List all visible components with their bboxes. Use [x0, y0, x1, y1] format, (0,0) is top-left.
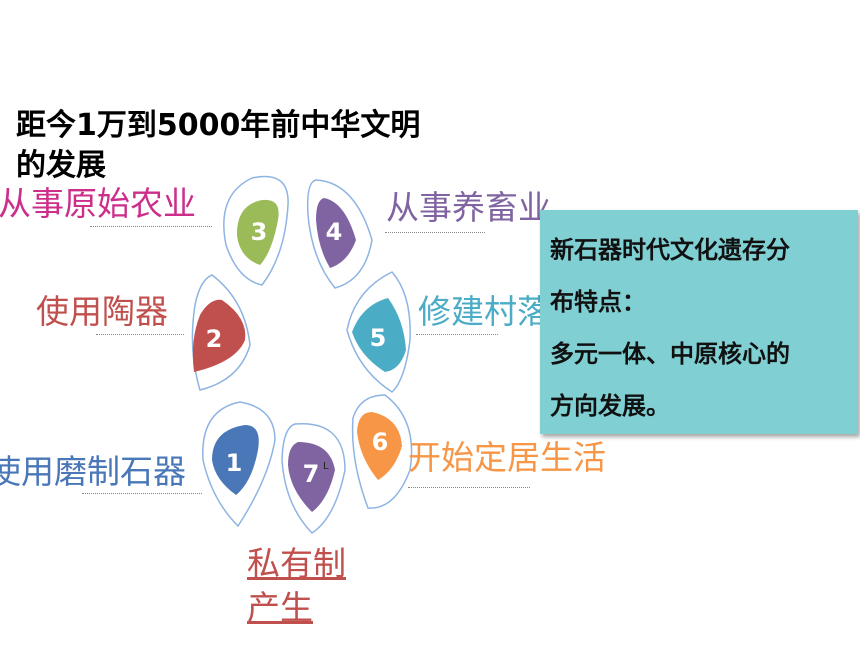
- info-box: 新石器时代文化遗存分 布特点： 多元一体、中原核心的 方向发展。: [540, 210, 858, 434]
- petal-7-mark: L: [323, 461, 329, 472]
- petal-3: 3: [223, 175, 289, 286]
- label-petal-3: 从事原始农业: [0, 184, 196, 223]
- petal-5: 5: [346, 271, 411, 393]
- petal-6-number: 6: [372, 428, 389, 456]
- dotted-leader-5: [416, 334, 498, 335]
- petal-5-number: 5: [370, 324, 387, 352]
- label-petal-1: 使用磨制石器: [0, 452, 186, 491]
- petal-6-shape: [357, 412, 402, 480]
- label-petal-7-line2: 产生: [247, 588, 313, 627]
- petal-7-shape: [288, 442, 335, 512]
- petal-2-number: 2: [206, 325, 223, 353]
- label-petal-6: 开始定居生活: [408, 438, 606, 477]
- dotted-leader-4: [385, 232, 485, 233]
- petal-3-number: 3: [251, 218, 268, 246]
- dotted-leader-1: [82, 493, 202, 494]
- petal-4-number: 4: [326, 218, 343, 246]
- label-petal-7: 私有制 产生: [247, 542, 346, 630]
- petal-5-shape: [352, 298, 406, 372]
- label-petal-7-line1: 私有制: [247, 544, 346, 583]
- petal-2-shape: [192, 299, 246, 372]
- dotted-leader-2: [96, 334, 184, 335]
- label-petal-5: 修建村落: [418, 292, 550, 331]
- petal-4-shape: [316, 198, 356, 268]
- info-box-line-2: 布特点：: [550, 288, 646, 316]
- petal-1: 1: [202, 401, 276, 528]
- petal-1-shape: [212, 425, 259, 495]
- petal-7: 7 L: [281, 422, 346, 534]
- petal-1-number: 1: [226, 449, 243, 477]
- info-box-line-4: 方向发展。: [550, 392, 670, 420]
- petal-3-shape: [236, 199, 279, 265]
- petal-7-number: 7: [303, 460, 320, 488]
- petal-6: 6: [351, 394, 413, 509]
- info-box-line-1: 新石器时代文化遗存分: [550, 236, 790, 264]
- label-petal-4: 从事养畜业: [386, 188, 551, 227]
- label-petal-2: 使用陶器: [36, 292, 168, 331]
- dotted-leader-6: [408, 487, 530, 488]
- diagram-title: 距今1万到5000年前中华文明的发展: [16, 108, 421, 183]
- petal-2: 2: [191, 274, 251, 391]
- petal-4: 4: [306, 179, 373, 289]
- dotted-leader-3: [90, 226, 212, 227]
- info-box-line-3: 多元一体、中原核心的: [550, 340, 790, 368]
